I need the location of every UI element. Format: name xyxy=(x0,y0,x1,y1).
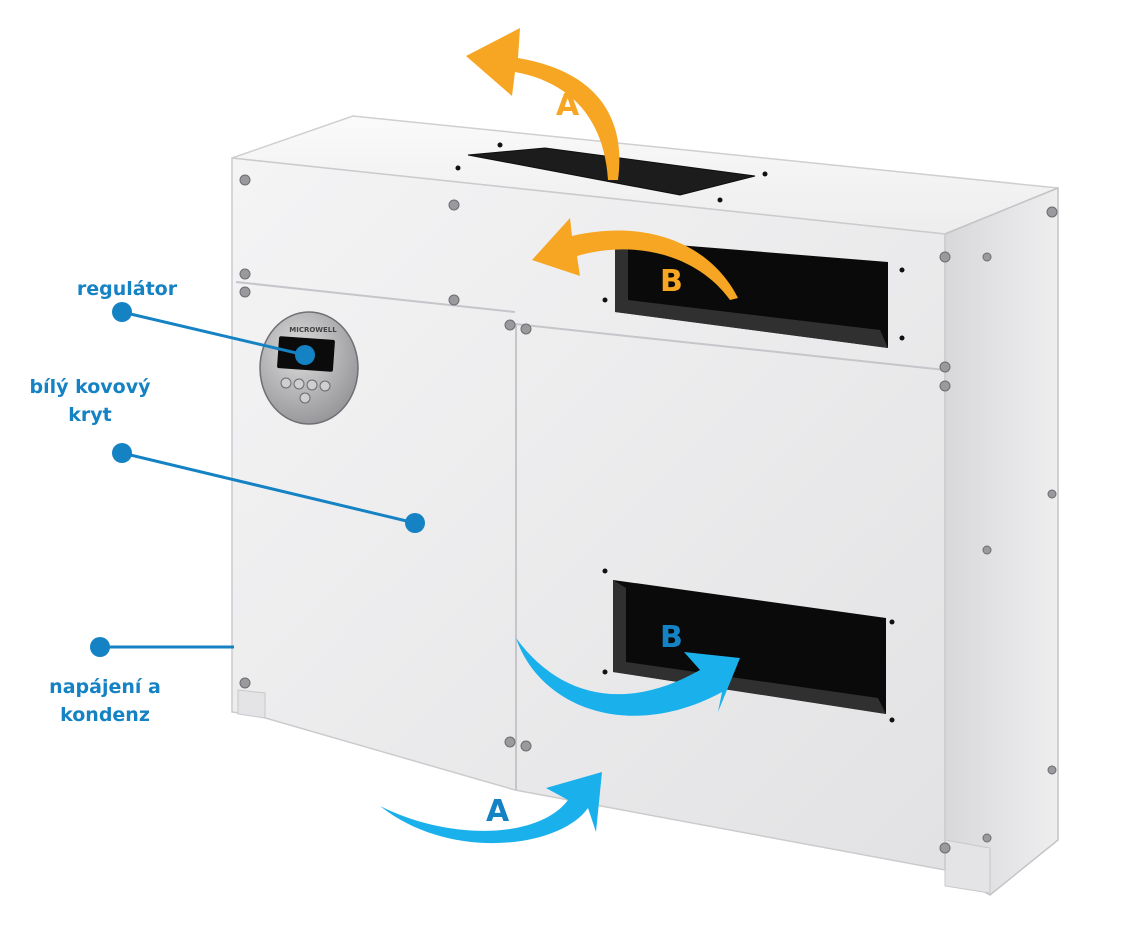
panel-seam-horizontal-left xyxy=(235,281,516,313)
unit-foot-left xyxy=(237,689,266,719)
controller-buttons xyxy=(280,377,331,404)
controller-brand: MICROWELL xyxy=(289,326,337,334)
power-label: napájení a kondenz xyxy=(30,673,180,729)
unit-foot-right xyxy=(944,839,991,894)
cover-label-line1: bílý kovový xyxy=(29,376,151,398)
cover-label-line2: kryt xyxy=(68,404,112,426)
top-exhaust-letter: A xyxy=(556,88,580,123)
regulator-label: regulátor xyxy=(62,275,192,303)
bottom-intake-arrow xyxy=(380,772,602,844)
upper-grille-letter: B xyxy=(660,264,683,299)
screws xyxy=(239,174,1058,854)
power-label-line1: napájení a xyxy=(49,676,161,698)
grille-fixing-dots xyxy=(455,142,905,723)
unit-side-face xyxy=(944,186,1059,896)
panel-seam-horizontal-right xyxy=(514,323,946,371)
callout-leaders xyxy=(90,302,425,657)
cover-leader-line xyxy=(121,451,416,525)
power-leader-start xyxy=(90,637,110,657)
regulator-leader-end xyxy=(295,345,315,365)
upper-grille-bevel xyxy=(615,240,888,348)
regulator-leader-start xyxy=(112,302,132,322)
bottom-intake-letter: A xyxy=(486,794,510,829)
cover-leader-start xyxy=(112,443,132,463)
regulator-label-text: regulátor xyxy=(76,278,178,300)
lower-grille-arrow xyxy=(516,638,740,716)
airflow-arrows xyxy=(380,28,740,844)
lower-grille-letter: B xyxy=(660,620,683,655)
upper-grille-arrow xyxy=(532,218,738,300)
top-exhaust-arrow xyxy=(466,28,620,180)
controller: MICROWELL xyxy=(259,311,359,425)
cover-label: bílý kovový kryt xyxy=(20,373,160,429)
power-label-line2: kondenz xyxy=(60,704,150,726)
cover-leader-end xyxy=(405,513,425,533)
regulator-leader-line xyxy=(121,310,306,357)
